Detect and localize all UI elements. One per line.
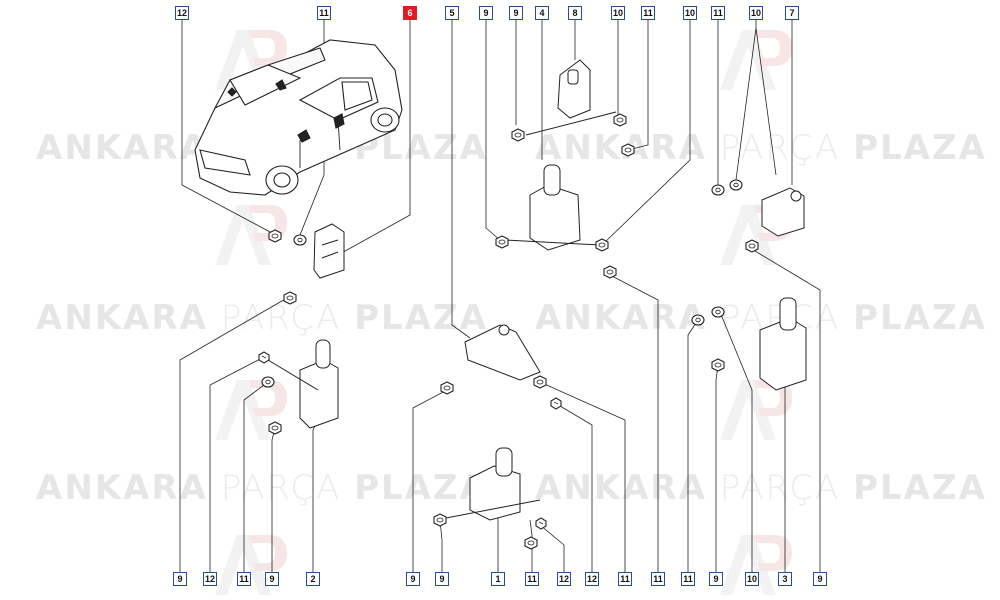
callout-top-12[interactable]: 10 bbox=[749, 6, 763, 20]
callout-bottom-11[interactable]: 11 bbox=[618, 572, 632, 586]
callout-bottom-4[interactable]: 2 bbox=[306, 572, 320, 586]
callout-bottom-1[interactable]: 12 bbox=[203, 572, 217, 586]
callout-top-9[interactable]: 11 bbox=[641, 6, 655, 20]
callout-top-3[interactable]: 5 bbox=[445, 6, 459, 20]
callout-bottom-10[interactable]: 12 bbox=[585, 572, 599, 586]
callout-top-11[interactable]: 11 bbox=[711, 6, 725, 20]
callout-top-2[interactable]: 6 bbox=[403, 6, 417, 20]
callout-bottom-14[interactable]: 9 bbox=[709, 572, 723, 586]
hinge-assembly-7 bbox=[711, 179, 805, 253]
callout-bottom-9[interactable]: 12 bbox=[557, 572, 571, 586]
callout-bottom-12[interactable]: 11 bbox=[651, 572, 665, 586]
callout-bottom-13[interactable]: 11 bbox=[681, 572, 695, 586]
hinge-assembly-6 bbox=[268, 223, 345, 305]
callout-bottom-8[interactable]: 11 bbox=[525, 572, 539, 586]
callout-bottom-3[interactable]: 9 bbox=[265, 572, 279, 586]
car-illustration bbox=[194, 39, 403, 196]
callout-top-10[interactable]: 10 bbox=[683, 6, 697, 20]
callout-top-7[interactable]: 8 bbox=[568, 6, 582, 20]
callout-bottom-5[interactable]: 9 bbox=[406, 572, 420, 586]
callout-top-4[interactable]: 9 bbox=[479, 6, 493, 20]
callout-top-6[interactable]: 4 bbox=[535, 6, 549, 20]
callout-bottom-15[interactable]: 10 bbox=[745, 572, 759, 586]
callout-bottom-2[interactable]: 11 bbox=[237, 572, 251, 586]
callout-bottom-6[interactable]: 9 bbox=[435, 572, 449, 586]
callout-bottom-17[interactable]: 9 bbox=[813, 572, 827, 586]
hinge-assembly-5 bbox=[440, 324, 562, 410]
callout-bottom-0[interactable]: 9 bbox=[173, 572, 187, 586]
callout-top-0[interactable]: 12 bbox=[175, 6, 189, 20]
callout-top-1[interactable]: 11 bbox=[317, 6, 331, 20]
hinge-assembly-1 bbox=[433, 447, 547, 550]
hinge-assembly-4-8 bbox=[495, 59, 635, 279]
callout-top-13[interactable]: 7 bbox=[785, 6, 799, 20]
hinge-assembly-2 bbox=[258, 339, 339, 435]
callout-bottom-7[interactable]: 1 bbox=[491, 572, 505, 586]
leader-lines bbox=[179, 20, 821, 572]
hinge-assembly-3 bbox=[691, 297, 807, 391]
callout-top-8[interactable]: 10 bbox=[611, 6, 625, 20]
callout-bottom-16[interactable]: 3 bbox=[778, 572, 792, 586]
callout-top-5[interactable]: 9 bbox=[509, 6, 523, 20]
